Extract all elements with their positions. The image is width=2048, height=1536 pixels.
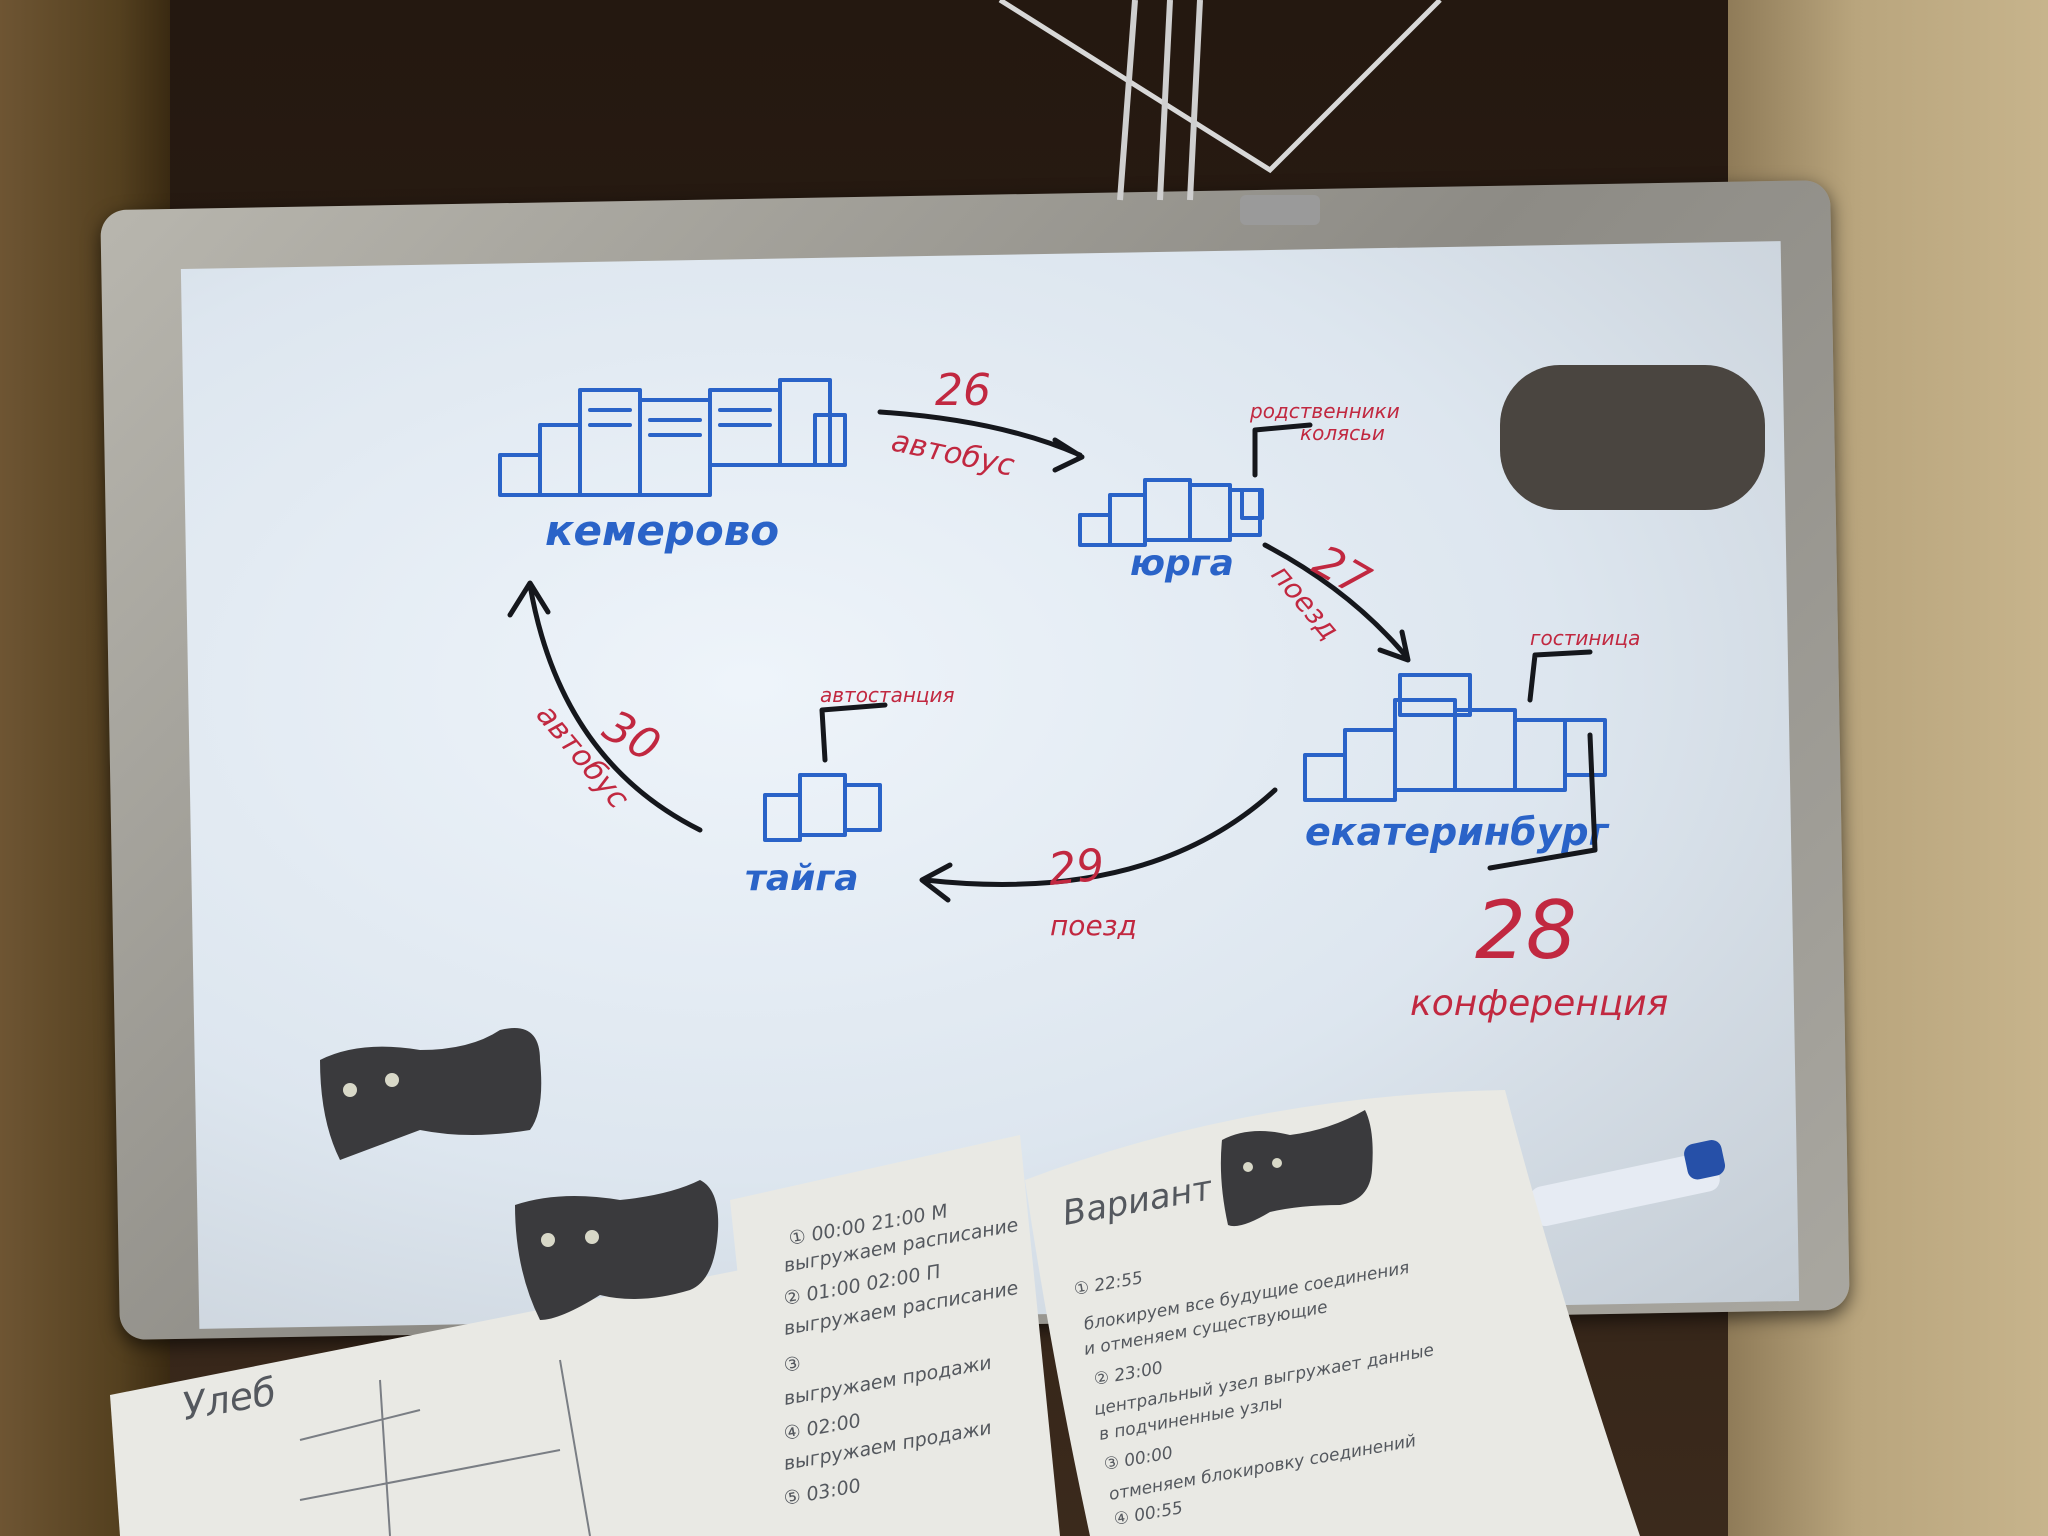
leg-3-transport: поезд xyxy=(1050,909,1137,942)
tayga-buildings-icon xyxy=(763,773,882,842)
paper-left-diagram xyxy=(299,1359,591,1536)
board-eraser[interactable] xyxy=(1500,365,1765,510)
yurga-note-pointer xyxy=(1252,422,1313,478)
leg-1-day: 26 xyxy=(935,365,991,416)
arrow-tayga-to-kemerovo xyxy=(507,580,703,833)
leg-1-transport: автобус xyxy=(888,424,1018,484)
cat-magnet-icon[interactable] xyxy=(320,1028,542,1160)
city-yurga: юрга xyxy=(1130,543,1234,584)
city-tayga: тайга xyxy=(745,858,858,899)
yurga-buildings-icon xyxy=(1078,478,1264,547)
marker-cap xyxy=(1684,1140,1726,1180)
paper-middle xyxy=(730,1135,1060,1536)
arrow-ekaterinburg-to-tayga xyxy=(919,787,1278,903)
conference-label: конференция xyxy=(1410,983,1668,1024)
paper-right xyxy=(1025,1090,1640,1536)
ekaterinburg-note: гостиница xyxy=(1530,626,1640,650)
ekaterinburg-buildings-icon xyxy=(1303,673,1607,802)
paper-left xyxy=(110,1270,780,1536)
arrow-kemerovo-to-yurga xyxy=(877,409,1085,473)
tayga-note: автостанция xyxy=(820,683,955,707)
city-ekaterinburg: екатеринбург xyxy=(1305,810,1610,854)
cat-magnet-icon[interactable] xyxy=(1220,1110,1373,1227)
tayga-note-pointer xyxy=(819,702,888,763)
ekaterinburg-note-pointer xyxy=(1527,649,1593,703)
conference-bracket xyxy=(1487,732,1598,871)
cat-magnet-icon[interactable] xyxy=(515,1180,719,1320)
yurga-note-line1: родственники xyxy=(1249,399,1400,423)
city-kemerovo: кемерово xyxy=(545,506,779,555)
hanging-cord xyxy=(998,0,1442,225)
yurga-note-line2: колясьи xyxy=(1300,421,1385,445)
binder-clip xyxy=(1240,195,1320,225)
kemerovo-buildings-icon xyxy=(498,378,847,497)
arrow-yurga-to-ekaterinburg xyxy=(1262,542,1411,663)
leg-3-day: 29 xyxy=(1046,839,1107,896)
paper-middle-line: ③ xyxy=(782,1352,803,1377)
marker-pen[interactable] xyxy=(1528,1150,1722,1229)
conference-day: 28 xyxy=(1475,884,1577,977)
